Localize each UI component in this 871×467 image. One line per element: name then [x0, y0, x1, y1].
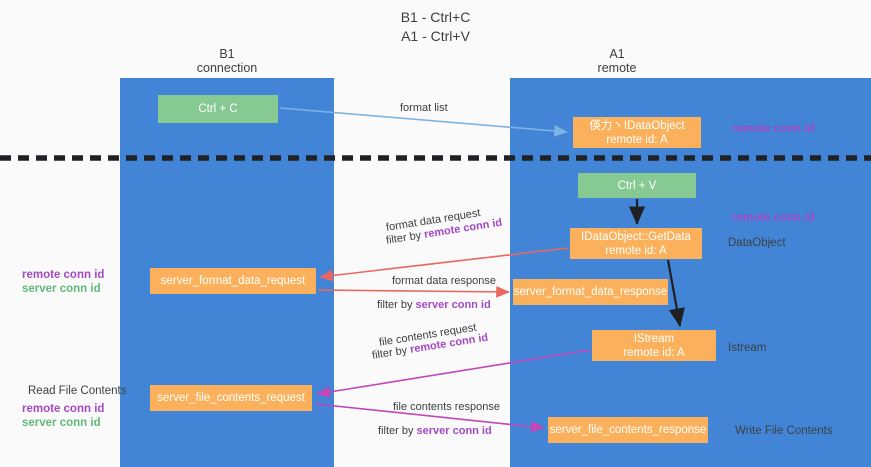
column-header-a1: A1 remote — [540, 47, 694, 75]
node-server-file-contents-response[interactable]: server_file_contents_response — [548, 417, 708, 443]
side-label-left-remote-conn-id-bottom: remote conn id — [22, 403, 105, 415]
side-label-read-file-contents: Read File Contents — [28, 385, 127, 397]
node-getdata-line2: remote id: A — [605, 244, 667, 257]
column-header-a1-role: remote — [597, 61, 637, 75]
side-label-left-server-conn-id-bottom: server conn id — [22, 417, 101, 429]
node-server-file-contents-request-label: server_file_contents_request — [157, 392, 305, 404]
column-header-b1-name: B1 — [219, 47, 235, 61]
arrow-label-file-contents-response-filter: filter by server conn id — [378, 424, 492, 438]
node-server-format-data-request[interactable]: server_format_data_request — [150, 268, 316, 294]
column-header-a1-name: A1 — [609, 47, 625, 61]
side-label-left-conn-ids-mid: remote conn id server conn id — [22, 268, 104, 296]
title-line-2: A1 - Ctrl+V — [401, 28, 470, 44]
side-label-istream: Istream — [728, 342, 767, 354]
side-label-write-file-contents: Write File Contents — [735, 425, 833, 437]
arrow-label-file-contents-response: file contents response — [393, 401, 501, 413]
side-label-dataobject: DataObject — [728, 237, 786, 249]
filter-prefix: filter by — [378, 425, 417, 437]
section-divider-dashed-line — [0, 155, 871, 161]
arrow-label-format-data-response-filter: filter by server conn id — [377, 298, 491, 312]
node-istream-line1: IStream — [633, 332, 675, 345]
node-server-file-contents-response-label: server_file_contents_response — [549, 424, 707, 436]
node-idataobject-getdata[interactable]: IDataObject::GetData remote id: A — [570, 228, 702, 259]
side-label-left-remote-conn-id-mid: remote conn id — [22, 269, 105, 281]
node-getdata-line1: IDataObject::GetData — [581, 230, 691, 243]
node-ctrl-v[interactable]: Ctrl + V — [578, 173, 696, 198]
node-ctrl-v-label: Ctrl + V — [617, 179, 657, 192]
node-ctrl-c-label: Ctrl + C — [198, 103, 238, 115]
filter-prefix: filter by — [377, 299, 416, 311]
title-line-1: B1 - Ctrl+C — [400, 9, 471, 25]
node-server-format-data-response[interactable]: server_format_data_response — [513, 279, 668, 305]
arrow-format-data-response — [317, 285, 510, 298]
node-server-format-data-response-label: server_format_data_response — [513, 286, 668, 298]
page-title: B1 - Ctrl+C A1 - Ctrl+V — [0, 8, 871, 46]
node-idataobject-line2: remote id: A — [606, 133, 668, 146]
node-server-format-data-request-label: server_format_data_request — [160, 275, 306, 287]
side-label-remote-conn-id-mid: remote conn id — [732, 212, 815, 224]
node-istream[interactable]: IStream remote id: A — [592, 330, 716, 361]
node-ctrl-c[interactable]: Ctrl + C — [158, 95, 278, 123]
arrow-label-format-data-response: format data response — [392, 275, 496, 287]
filter-key-server-conn-id: server conn id — [416, 425, 492, 437]
filter-prefix: filter by — [371, 343, 412, 362]
side-label-remote-conn-id-top: remote conn id — [732, 123, 815, 135]
column-header-b1: B1 connection — [150, 47, 304, 75]
node-idataobject-line1: 偀⼒丶IDataObject — [589, 119, 685, 132]
filter-key-server-conn-id: server conn id — [415, 299, 491, 311]
side-label-left-server-conn-id-mid: server conn id — [22, 283, 101, 295]
side-label-left-conn-ids-bottom: remote conn id server conn id — [22, 402, 104, 430]
node-istream-line2: remote id: A — [623, 346, 685, 359]
arrow-label-format-list: format list — [400, 102, 448, 114]
node-server-file-contents-request[interactable]: server_file_contents_request — [150, 385, 312, 411]
node-idataobject[interactable]: 偀⼒丶IDataObject remote id: A — [573, 117, 701, 148]
column-header-b1-role: connection — [196, 61, 258, 75]
